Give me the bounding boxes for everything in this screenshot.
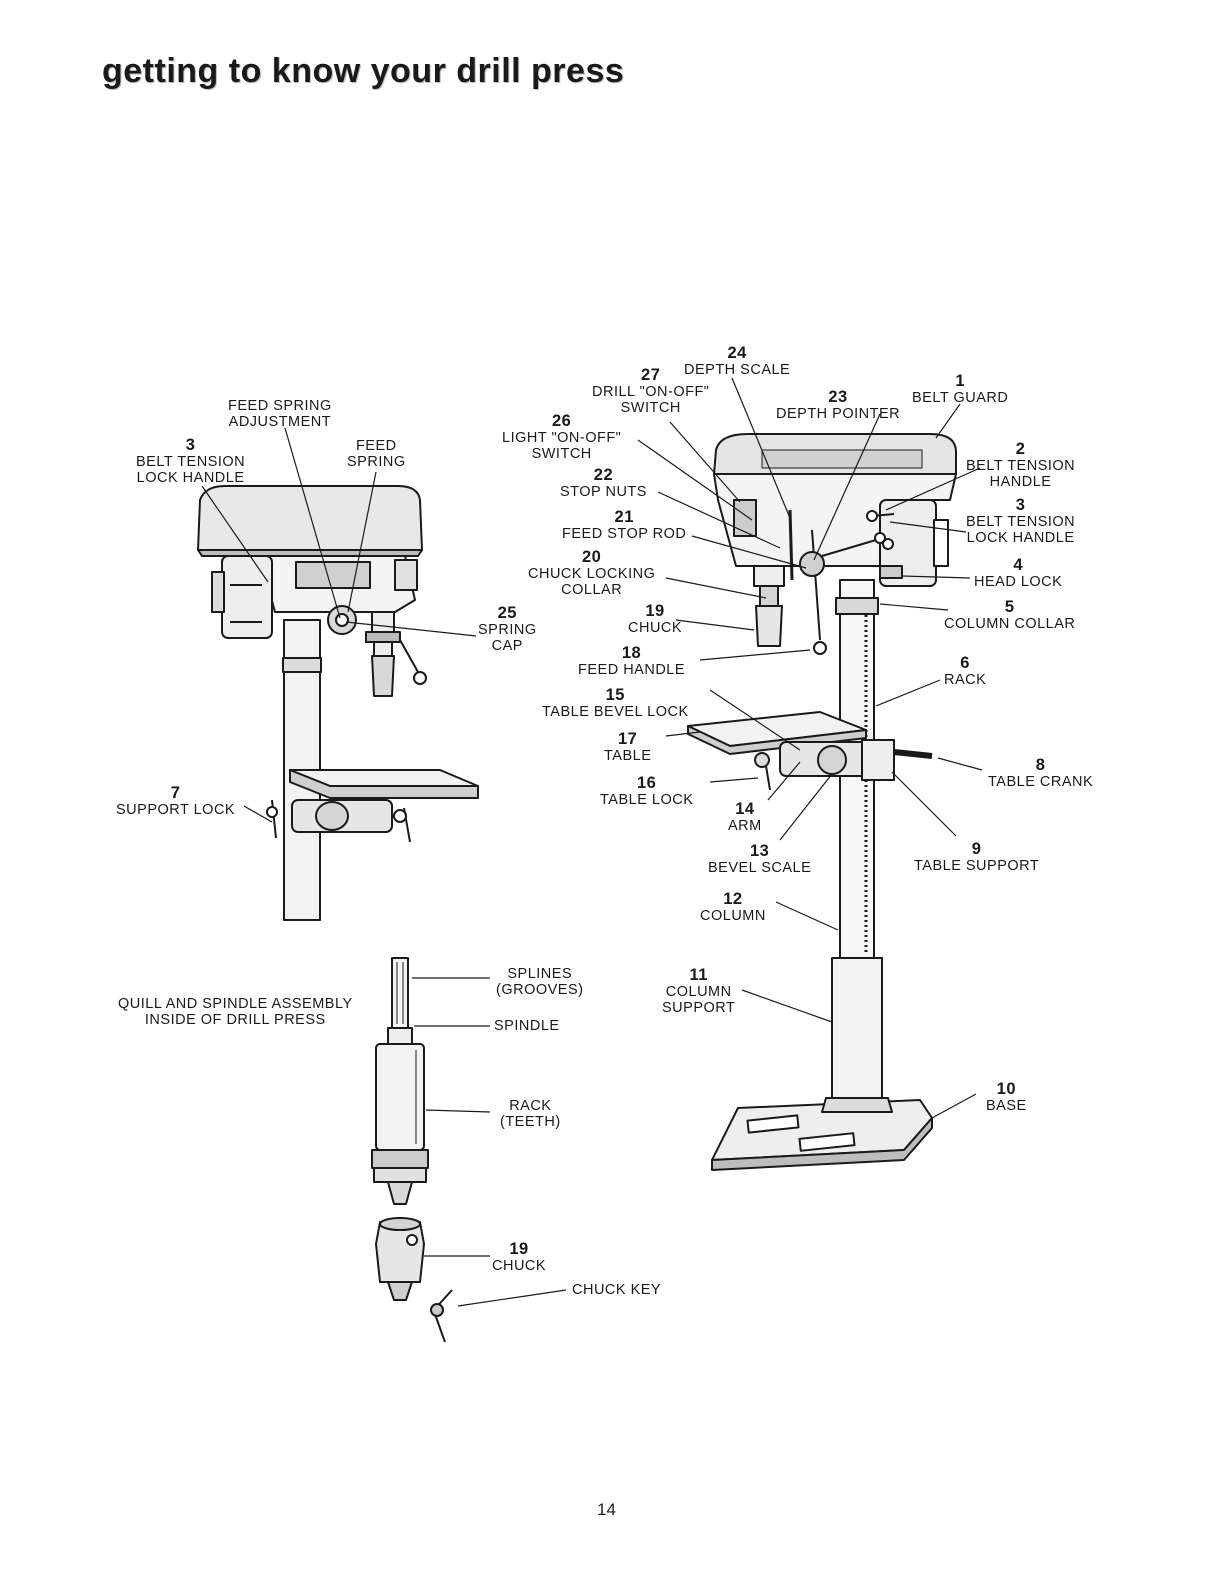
callout-belt-tension-handle: 2 BELT TENSION HANDLE bbox=[966, 440, 1076, 490]
callout-feed-handle: 18 FEED HANDLE bbox=[578, 644, 686, 678]
callout-support-lock: 7 SUPPORT LOCK bbox=[116, 784, 236, 818]
callout-table-support: 9 TABLE SUPPORT bbox=[914, 840, 1040, 874]
callout-stop-nuts: 22 STOP NUTS bbox=[560, 466, 647, 500]
callout-depth-pointer: 23 DEPTH POINTER bbox=[776, 388, 901, 422]
callout-table-bevel-lock: 15 TABLE BEVEL LOCK bbox=[542, 686, 689, 720]
callout-drill-on-off-switch: 27 DRILL "ON-OFF" SWITCH bbox=[592, 366, 710, 416]
callout-depth-scale: 24 DEPTH SCALE bbox=[684, 344, 791, 378]
callout-spindle: SPINDLE bbox=[494, 1018, 560, 1034]
callout-splines: SPLINES (GROOVES) bbox=[496, 966, 584, 998]
callout-table: 17 TABLE bbox=[604, 730, 652, 764]
page-number: 14 bbox=[597, 1500, 616, 1519]
callout-head-lock: 4 HEAD LOCK bbox=[974, 556, 1063, 590]
leader-lines bbox=[201, 377, 983, 1307]
quill-assembly-illustration bbox=[371, 957, 453, 1343]
callout-rack-teeth: RACK (TEETH) bbox=[500, 1098, 561, 1130]
callout-column-collar: 5 COLUMN COLLAR bbox=[944, 598, 1076, 632]
callout-column: 12 COLUMN bbox=[700, 890, 766, 924]
right-drill-press-illustration bbox=[687, 433, 957, 1171]
callout-belt-tension-lock-handle-left: 3 BELT TENSION LOCK HANDLE bbox=[136, 436, 246, 486]
callout-chuck-locking-collar: 20 CHUCK LOCKING COLLAR bbox=[528, 548, 656, 598]
left-drill-press-illustration bbox=[197, 485, 479, 921]
callout-belt-guard: 1 BELT GUARD bbox=[912, 372, 1009, 406]
callout-bevel-scale: 13 BEVEL SCALE bbox=[708, 842, 812, 876]
callout-table-lock: 16 TABLE LOCK bbox=[600, 774, 694, 808]
callout-feed-stop-rod: 21 FEED STOP ROD bbox=[562, 508, 687, 542]
callout-chuck-right: 19 CHUCK bbox=[628, 602, 683, 636]
callout-feed-spring-adjustment: FEED SPRING ADJUSTMENT bbox=[228, 398, 332, 430]
callout-belt-tension-lock-handle-right: 3 BELT TENSION LOCK HANDLE bbox=[966, 496, 1076, 546]
callout-chuck-key: CHUCK KEY bbox=[572, 1282, 662, 1298]
callout-light-on-off-switch: 26 LIGHT "ON-OFF" SWITCH bbox=[502, 412, 622, 462]
page-title: getting to know your drill press bbox=[102, 52, 625, 90]
callout-column-support: 11 COLUMN SUPPORT bbox=[662, 966, 736, 1016]
callout-arm: 14 ARM bbox=[728, 800, 762, 834]
callout-rack: 6 RACK bbox=[944, 654, 987, 688]
callout-spring-cap: 25 SPRING CAP bbox=[478, 604, 537, 654]
callout-table-crank: 8 TABLE CRANK bbox=[988, 756, 1094, 790]
callout-chuck-left: 19 CHUCK bbox=[492, 1240, 547, 1274]
callout-base: 10 BASE bbox=[986, 1080, 1027, 1114]
callout-feed-spring: FEED SPRING bbox=[347, 438, 406, 470]
callout-quill-spindle-assembly: QUILL AND SPINDLE ASSEMBLY INSIDE OF DRI… bbox=[118, 996, 353, 1028]
